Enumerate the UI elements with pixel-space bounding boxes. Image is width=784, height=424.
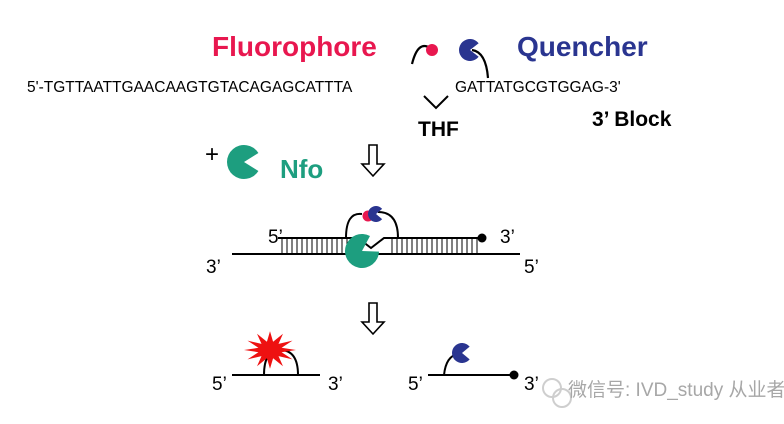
thf-notch	[423, 95, 449, 110]
product-right-3-block-dot	[509, 370, 519, 380]
probe-sequence-5-prime: 5'-TGTTAATTGAACAAGTGTACAGAGCATTTA	[27, 79, 353, 96]
quencher-label: Quencher	[517, 31, 648, 62]
plus-sign: +	[205, 141, 220, 168]
duplex-probe-3-prime: 3’	[500, 227, 515, 248]
duplex-fluorophore-linker	[345, 212, 363, 239]
duplex-target-3-prime: 3’	[206, 257, 221, 278]
duplex-target-5-prime: 5’	[524, 257, 539, 278]
watermark-logo-icon	[542, 378, 572, 408]
three-prime-block-label: 3’ Block	[592, 108, 672, 131]
fluorophore-dot-icon	[426, 44, 438, 56]
product-left-3-prime: 3’	[328, 374, 343, 395]
probe-3-block-dot	[477, 233, 487, 243]
probe-sequence-3-prime: GATTATGCGTGGAG-3'	[455, 79, 621, 96]
quencher-linker	[471, 48, 490, 79]
hollow-down-arrow-icon	[360, 302, 386, 336]
product-right-3-prime: 3’	[524, 374, 539, 395]
duplex-quencher-pacman-icon	[368, 205, 383, 222]
product-quencher-pacman-icon	[452, 343, 470, 364]
product-left-5-prime: 5’	[212, 374, 227, 395]
product-right-5-prime: 5’	[408, 374, 423, 395]
nfo-label: Nfo	[280, 154, 324, 184]
duplex-nfo-pacman-icon	[345, 233, 379, 268]
duplex-complex	[232, 205, 520, 268]
hollow-down-arrow-icon	[360, 144, 386, 178]
starburst-icon	[244, 331, 296, 369]
quencher-pacman-icon	[459, 39, 479, 61]
fluorophore-label: Fluorophore	[212, 31, 377, 62]
duplex-probe-5-prime: 5’	[268, 227, 283, 248]
watermark-text: 微信号: IVD_study 从业者网	[568, 380, 784, 401]
duplex-quencher-linker	[377, 211, 399, 239]
thf-label: THF	[418, 118, 459, 141]
base-pair-ticks	[281, 238, 478, 254]
nfo-pacman-icon	[226, 145, 259, 179]
